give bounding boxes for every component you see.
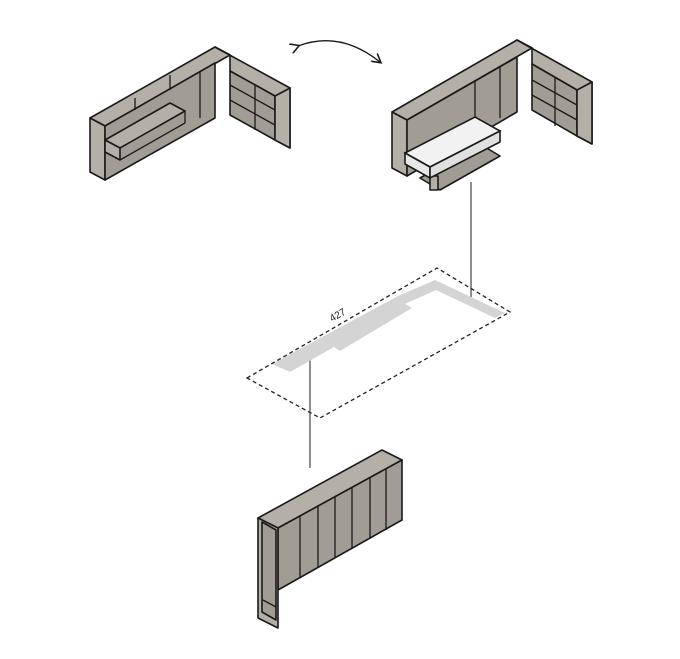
cabinet-open-view (391, 39, 593, 191)
cabinet-closed-view (89, 46, 291, 181)
dimension-label: 427 (328, 307, 348, 325)
swap-arrow-icon (298, 40, 380, 62)
wardrobe-unit (257, 449, 403, 629)
